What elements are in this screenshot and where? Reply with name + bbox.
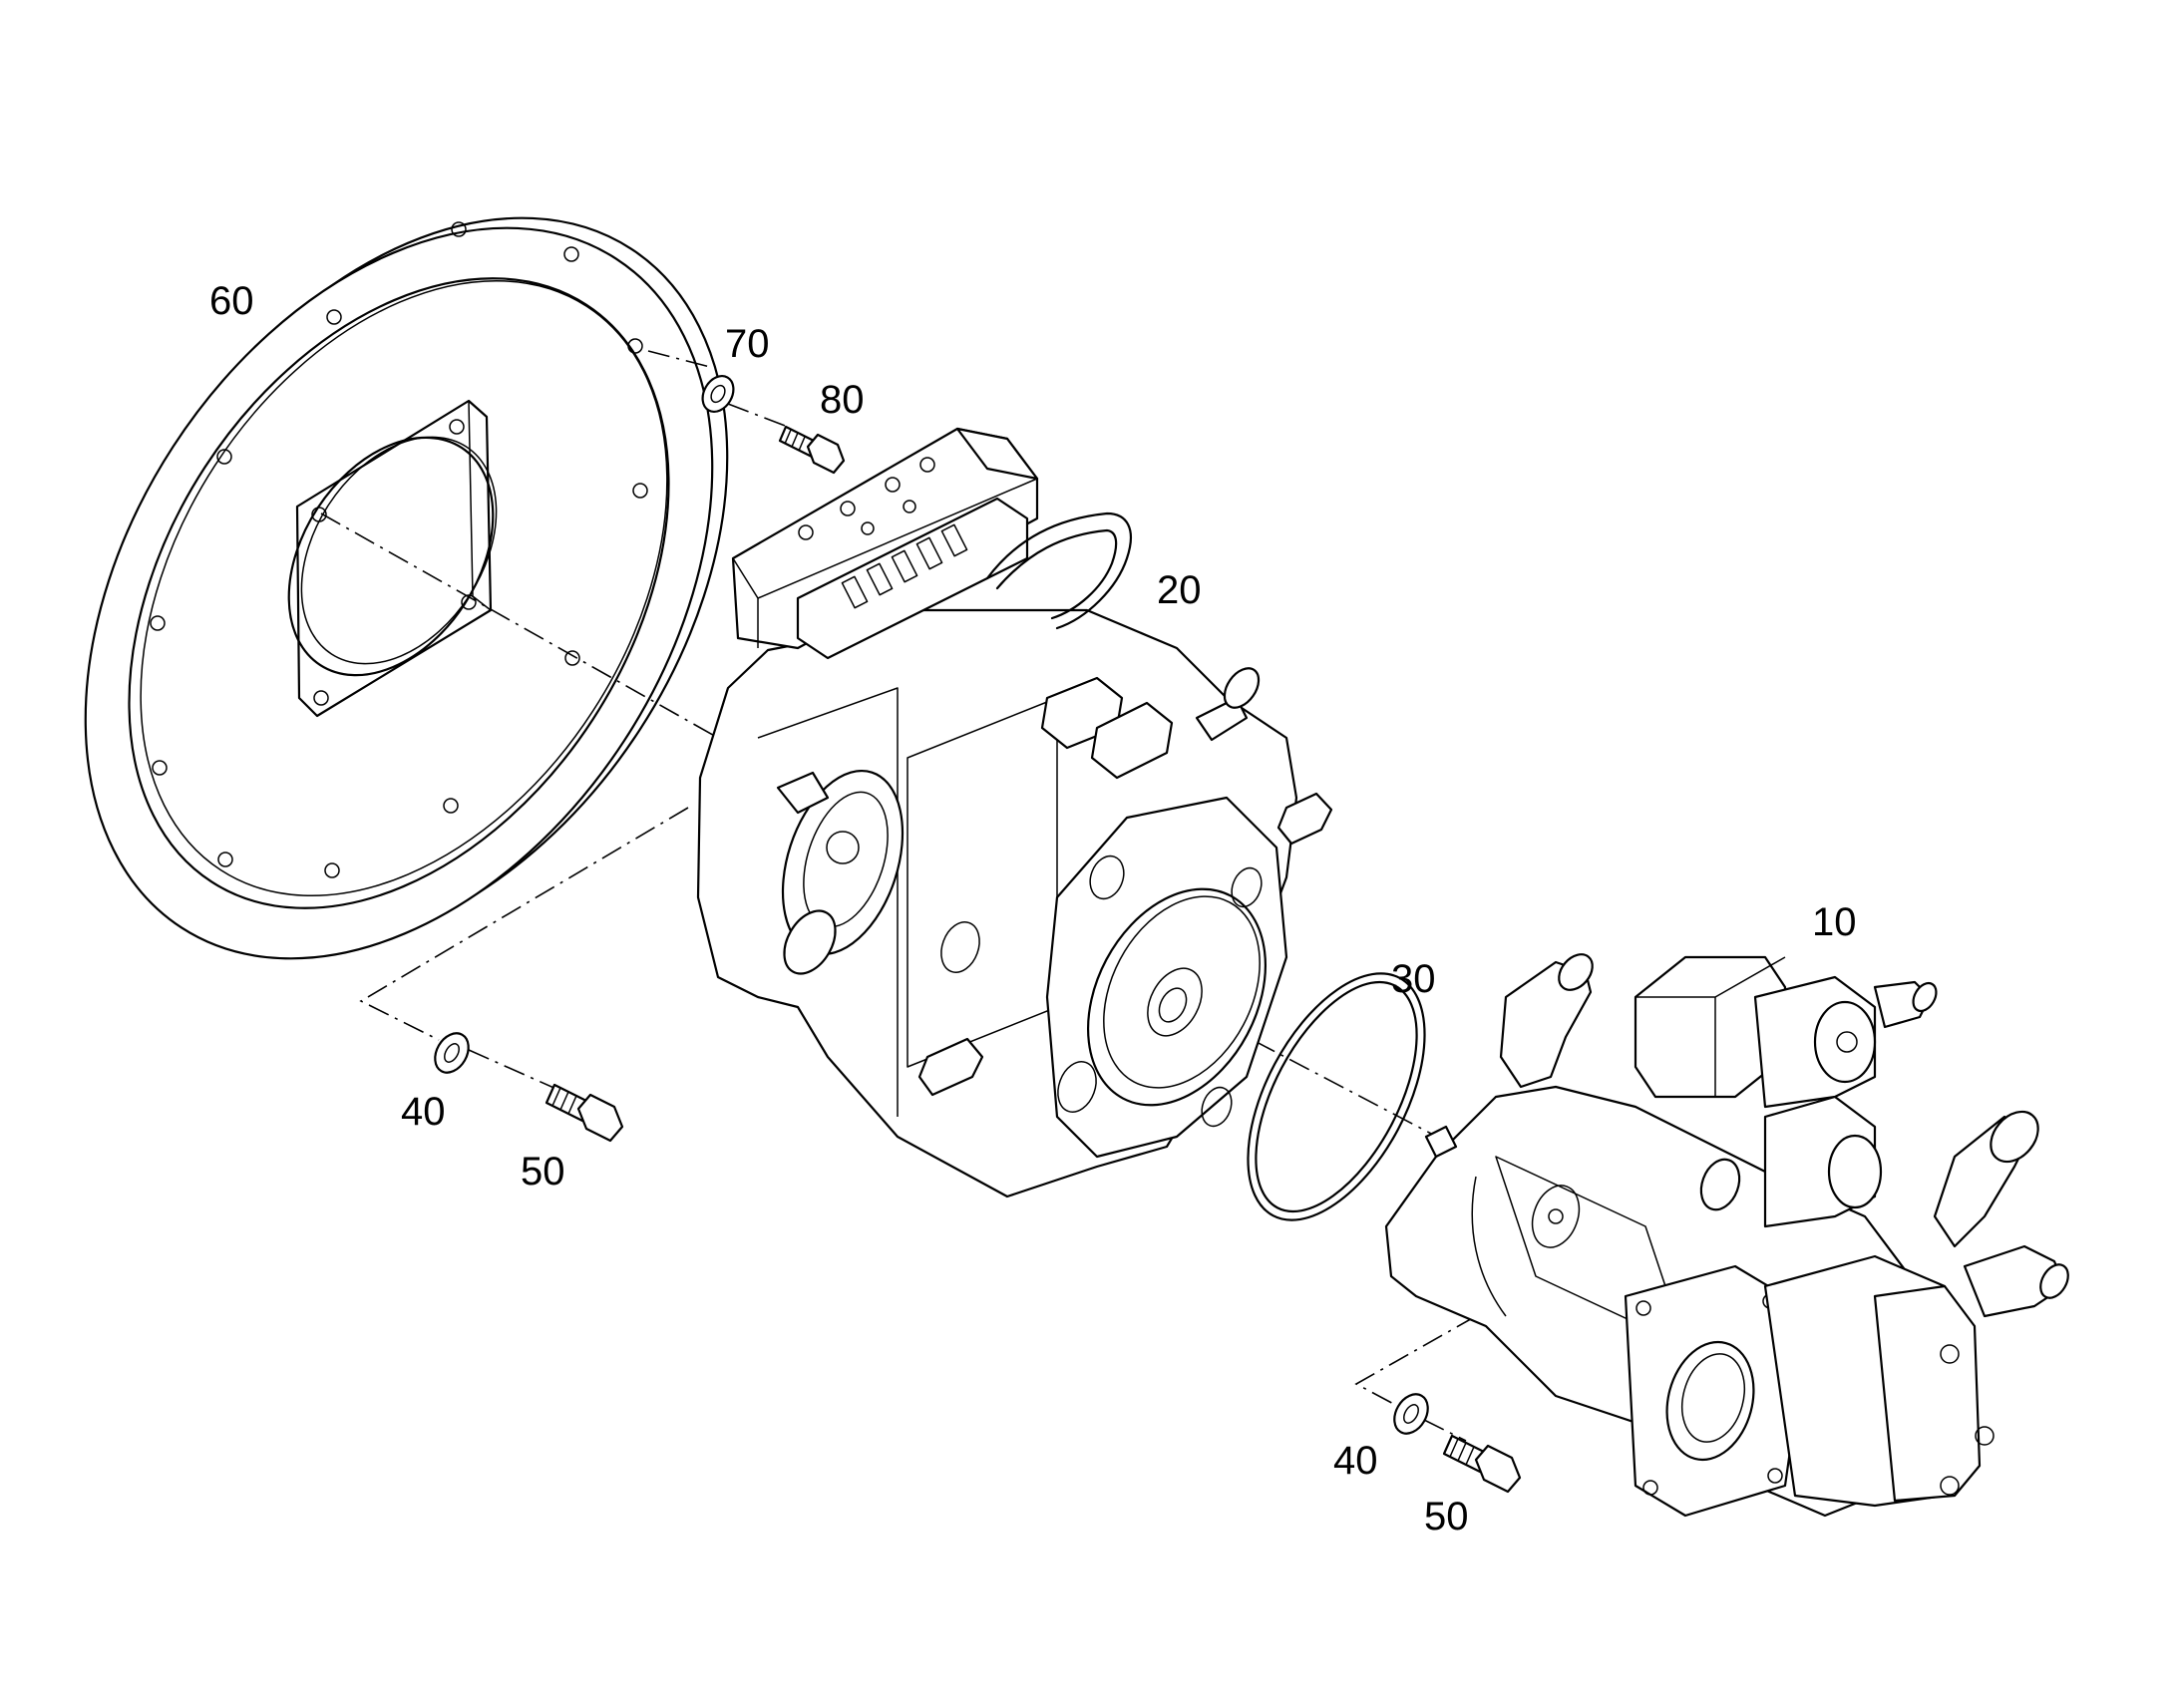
part-30-o-ring — [1247, 972, 1426, 1221]
part-40-washer-right — [1393, 1393, 1429, 1435]
callout-30: 30 — [1391, 957, 1436, 1001]
callout-40-left: 40 — [401, 1090, 446, 1134]
callout-50-right: 50 — [1424, 1495, 1469, 1538]
part-70-washer — [701, 375, 735, 413]
part-60-drive-plate — [84, 216, 729, 960]
callout-labels: 60 70 80 20 10 30 40 50 40 50 — [209, 279, 1857, 1538]
part-20-pump-assembly — [696, 427, 1333, 1198]
callout-80: 80 — [820, 378, 865, 422]
part-50-bolt-left — [545, 1083, 624, 1143]
callout-10: 10 — [1812, 900, 1857, 944]
callout-50-left: 50 — [521, 1150, 565, 1194]
part-80-bolt — [778, 425, 846, 475]
part-50-bolt-right — [1442, 1434, 1522, 1494]
part-40-washer-left — [434, 1032, 470, 1074]
callout-20: 20 — [1157, 568, 1202, 612]
callout-70: 70 — [725, 322, 770, 366]
part-10-auxiliary-pump — [1384, 953, 2069, 1518]
callout-60: 60 — [209, 279, 254, 323]
callout-40-right: 40 — [1333, 1439, 1378, 1483]
